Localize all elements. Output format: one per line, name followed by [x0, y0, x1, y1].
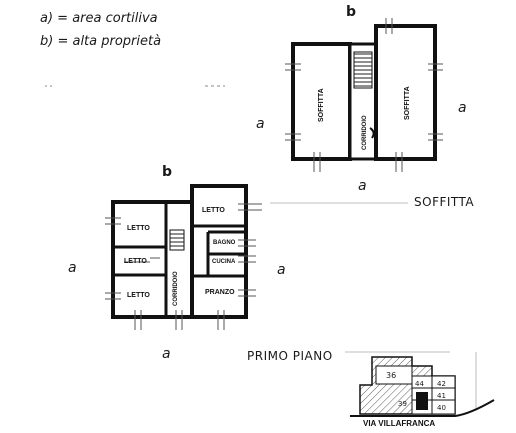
interior-walls [113, 202, 246, 317]
parcel-44: 44 [415, 380, 424, 388]
parcel-36: 36 [386, 371, 396, 380]
room-letto-1: LETTO [127, 225, 150, 232]
soffitta-right-label: SOFFITTA [404, 86, 411, 120]
parcel-40: 40 [437, 404, 446, 412]
primo-piano-side-b: b [162, 164, 172, 180]
primo-piano-side-a-right: a [277, 262, 286, 278]
primo-piano-side-a-bottom: a [162, 346, 171, 362]
room-cucina: CUCINA [212, 259, 236, 265]
soffitta-stairs [353, 51, 373, 89]
primo-piano-plan: LETTO LETTO LETTO CORRIDOIO LETTO BAGNO … [68, 164, 286, 362]
soffitta-plan: SOFFITTA CORRIDOIO SOFFITTA b a a a [256, 4, 467, 194]
street-label: VIA VILLAFRANCA [363, 419, 435, 428]
soffitta-left-label: SOFFITTA [318, 88, 325, 122]
soffitta-side-a-right: a [458, 100, 467, 116]
soffitta-right-room [374, 24, 437, 161]
legend-a: a) = area cortiliva [40, 11, 158, 26]
soffitta-window-ticks [285, 18, 443, 172]
room-corridoio: CORRIDOIO [173, 271, 179, 306]
right-wing [190, 184, 248, 319]
street-line [350, 399, 495, 417]
parcel-39: 39 [398, 400, 407, 408]
room-letto-2: LETTO [124, 258, 147, 265]
parcel-42: 42 [437, 380, 446, 388]
parcel-41: 41 [437, 392, 446, 400]
primo-piano-title: PRIMO PIANO [247, 349, 333, 363]
primo-piano-window-ticks [105, 203, 262, 330]
door-swing [369, 127, 375, 139]
legend-b: b) = alta proprietà [40, 34, 161, 49]
site-map: 36 44 42 41 40 39 VIA VILLAFRANCA [345, 351, 495, 428]
soffitta-side-a-left: a [256, 116, 265, 132]
soffitta-side-a-bottom: a [358, 178, 367, 194]
left-wing [111, 200, 195, 319]
primo-piano-stairs [169, 229, 185, 251]
room-letto-3: LETTO [127, 292, 150, 299]
soffitta-side-b: b [346, 4, 356, 20]
primo-piano-side-a-left: a [68, 260, 77, 276]
subject-parcel [416, 392, 428, 410]
room-letto-4: LETTO [202, 207, 225, 214]
parcel-block [375, 365, 413, 385]
soffitta-corridor-label: CORRIDOIO [362, 115, 368, 150]
room-bagno: BAGNO [213, 240, 236, 246]
room-pranzo: PRANZO [205, 289, 235, 296]
soffitta-title: SOFFITTA [414, 195, 474, 209]
